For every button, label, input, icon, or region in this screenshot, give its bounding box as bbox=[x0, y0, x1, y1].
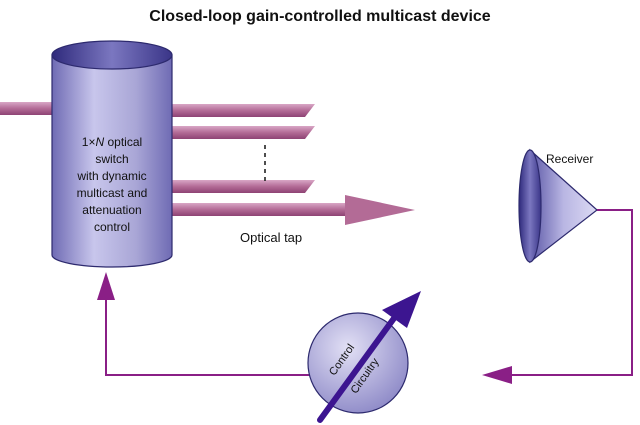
feedback-arrowhead-switch bbox=[97, 272, 115, 300]
optical-tap-label: Optical tap bbox=[240, 230, 302, 245]
receiver-label: Receiver bbox=[546, 152, 593, 166]
switch-label: 1×N optical switch with dynamic multicas… bbox=[76, 135, 147, 234]
switch-label-line-1: 1×N optical bbox=[82, 135, 142, 149]
output-fiber-2 bbox=[150, 126, 315, 139]
feedback-arrowhead-control bbox=[482, 366, 512, 384]
output-fiber-1 bbox=[150, 104, 315, 117]
switch-label-line-6: control bbox=[94, 220, 130, 234]
receiver-cone bbox=[518, 148, 598, 264]
optical-tap-arrow bbox=[150, 195, 415, 225]
optical-switch-cylinder bbox=[51, 40, 173, 268]
feedback-loop bbox=[105, 209, 633, 376]
switch-label-line-3: with dynamic bbox=[76, 169, 146, 183]
control-arrow bbox=[317, 291, 421, 423]
diagram-title: Closed-loop gain-controlled multicast de… bbox=[149, 8, 490, 25]
switch-label-line-5: attenuation bbox=[82, 203, 141, 217]
feedback-line-return bbox=[105, 300, 310, 376]
switch-label-line-4: multicast and bbox=[77, 186, 148, 200]
output-fibers bbox=[150, 104, 315, 193]
switch-label-line-2: switch bbox=[95, 152, 128, 166]
output-fiber-3 bbox=[150, 180, 315, 193]
feedback-line-receiver bbox=[512, 209, 633, 376]
